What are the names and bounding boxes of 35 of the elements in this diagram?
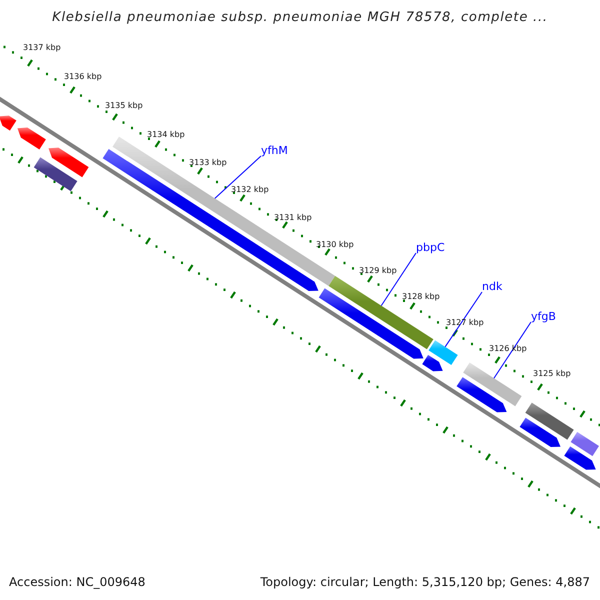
gene-feature — [17, 128, 46, 150]
gene-feature — [422, 354, 443, 372]
accession-text: Accession: NC_009648 — [9, 576, 146, 588]
gene-bar — [34, 157, 78, 192]
gene-feature — [564, 446, 596, 470]
gene-label: pbpC — [416, 242, 445, 253]
leader-line — [444, 292, 482, 348]
scale-label: 3131 kbp — [274, 214, 312, 222]
scale-label: 3135 kbp — [105, 102, 143, 110]
leader-line — [493, 322, 532, 379]
gene-bar — [463, 362, 522, 406]
scale-label: 3126 kbp — [489, 345, 527, 353]
scale-label: 3134 kbp — [147, 131, 185, 139]
genome-info-text: Topology: circular; Length: 5,315,120 bp; Genes: 4,887 — [260, 576, 590, 588]
scale-label: 3136 kbp — [64, 73, 102, 81]
gene-feature — [456, 377, 507, 412]
gene-bar — [570, 432, 599, 456]
gene-label: yfhM — [261, 145, 288, 156]
scale-label: 3130 kbp — [316, 241, 354, 249]
gene-label: yfgB — [531, 311, 556, 322]
scale-label: 3132 kbp — [231, 186, 269, 194]
leader-line — [214, 156, 262, 199]
scale-label: 3128 kbp — [402, 293, 440, 301]
leader-line — [380, 252, 416, 306]
title: Klebsiella pneumoniae subsp. pneumoniae MGH 78578, complete ... — [51, 11, 549, 24]
gene-bar — [525, 402, 574, 440]
scale-label: 3125 kbp — [533, 370, 571, 378]
gene-feature — [0, 116, 16, 131]
gene-feature — [318, 288, 424, 359]
scale-label: 3133 kbp — [189, 159, 227, 167]
gene-feature — [48, 148, 89, 178]
gene-label: ndk — [482, 281, 502, 292]
gene-feature — [520, 418, 560, 447]
scale-label: 3129 kbp — [359, 267, 397, 275]
scale-label: 3137 kbp — [23, 44, 61, 52]
